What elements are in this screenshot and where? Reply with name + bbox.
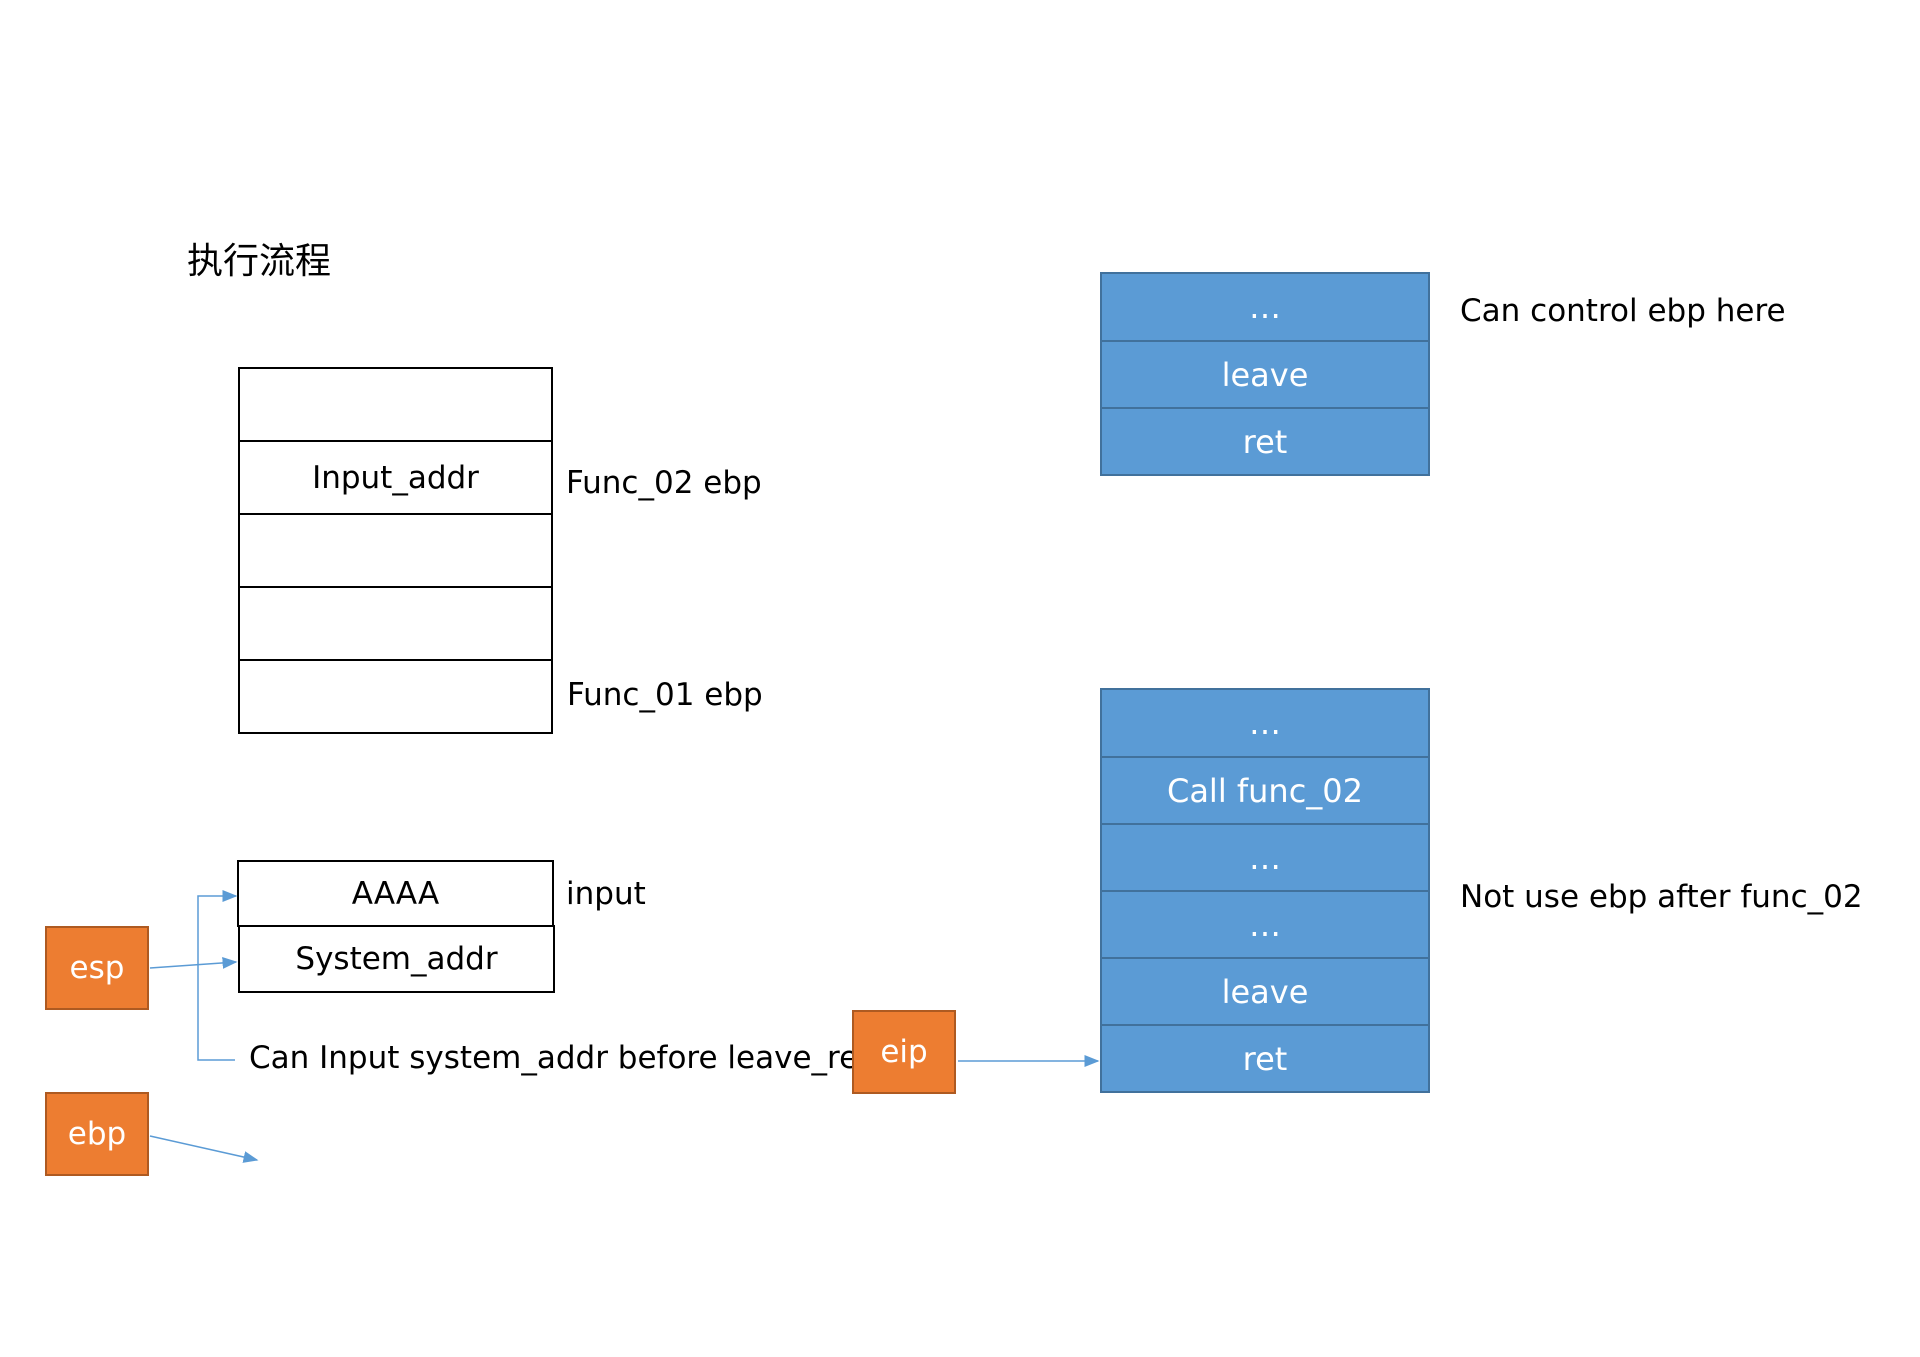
- input-box-system-addr: System_addr: [238, 925, 555, 993]
- input-label: input: [566, 876, 646, 912]
- register-eip: eip: [852, 1010, 956, 1094]
- code-block-bottom: … Call func_02 … … leave ret: [1100, 688, 1430, 1093]
- input-box-aaaa: AAAA: [237, 860, 554, 927]
- code-bottom-note: Not use ebp after func_02: [1460, 879, 1863, 915]
- code-cell-call-func02: Call func_02: [1102, 756, 1428, 823]
- code-cell-ellipsis: …: [1249, 704, 1281, 742]
- stack-cell: [240, 513, 551, 586]
- code-block-top: … leave ret: [1100, 272, 1430, 476]
- func01-ebp-label: Func_01 ebp: [567, 677, 763, 713]
- func02-ebp-label: Func_02 ebp: [566, 465, 762, 501]
- code-cell-leave: leave: [1102, 957, 1428, 1024]
- arrow-note-to-aaaa: [197, 890, 238, 1061]
- stack-cell: [240, 659, 551, 732]
- register-ebp: ebp: [45, 1092, 149, 1176]
- stack-cell-input-addr: Input_addr: [240, 440, 551, 513]
- register-esp: esp: [45, 926, 149, 1010]
- code-cell-ret: ret: [1102, 407, 1428, 474]
- arrow-ebp: [149, 1135, 259, 1163]
- stack-cell: [240, 586, 551, 659]
- code-cell-leave: leave: [1102, 340, 1428, 407]
- diagram-title: 执行流程: [187, 241, 332, 282]
- code-top-note: Can control ebp here: [1460, 293, 1786, 329]
- code-cell-ellipsis: …: [1102, 823, 1428, 890]
- input-note: Can Input system_addr before leave_ret: [249, 1040, 871, 1076]
- code-cell-ret: ret: [1102, 1024, 1428, 1091]
- code-cell-ellipsis: …: [1102, 890, 1428, 957]
- stack-frame: Input_addr: [238, 367, 553, 734]
- code-cell-ellipsis: …: [1249, 288, 1281, 326]
- arrow-esp-to-system-addr: [149, 956, 238, 969]
